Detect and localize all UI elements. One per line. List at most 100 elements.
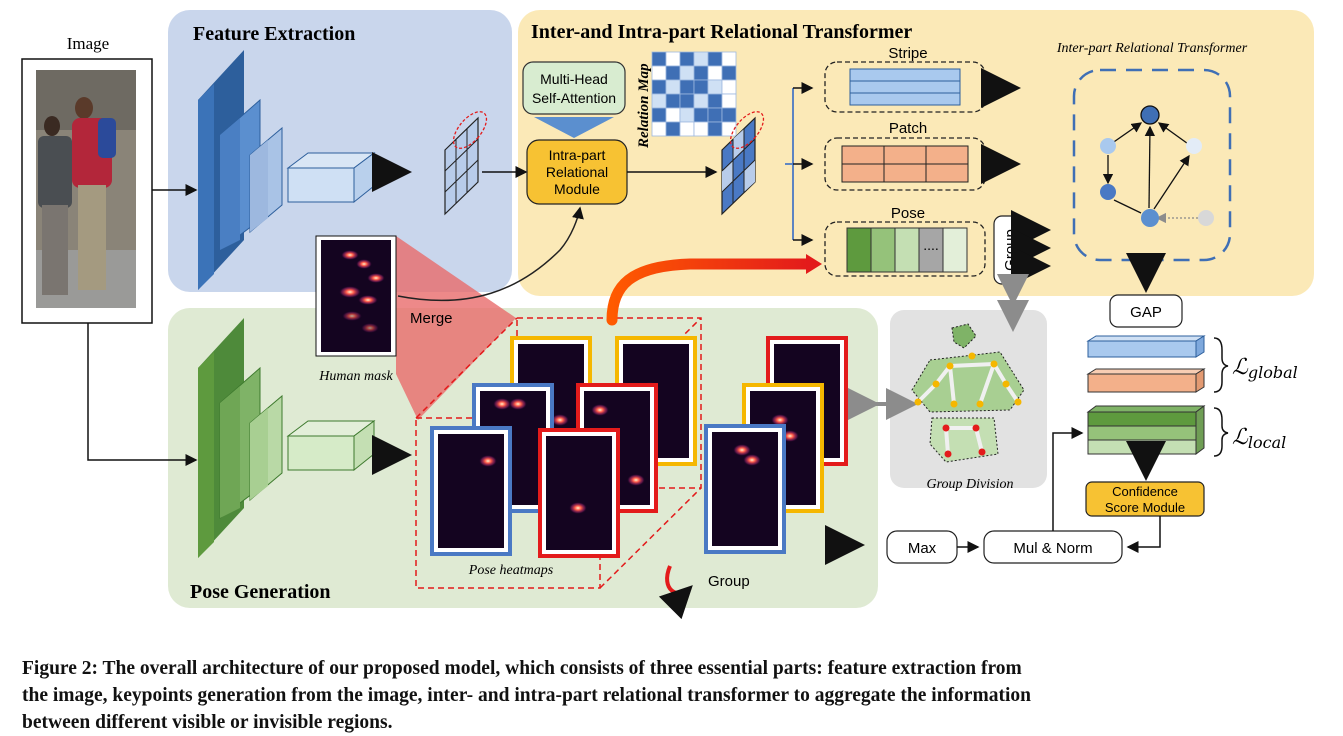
mask-to-intra-curve	[397, 206, 584, 302]
caption-line-2: the image, keypoints generation from the…	[22, 685, 1031, 706]
relation-map-cell	[707, 107, 723, 123]
loss-global-symbol: ℒ	[1232, 355, 1249, 380]
group-curl-arrow	[658, 565, 693, 620]
relation-map-cell	[665, 121, 681, 137]
relation-map-cell	[693, 107, 709, 123]
stripe-dashed-box	[824, 61, 986, 113]
relation-map-cell	[665, 79, 681, 95]
gap-label: GAP	[1130, 304, 1162, 321]
group-label: Group	[708, 573, 750, 590]
heatmap-hotspot	[591, 404, 609, 416]
relation-map-cell	[693, 51, 709, 67]
gap-box	[1109, 294, 1183, 328]
caption-line-1: Figure 2: The overall architecture of ou…	[22, 658, 1022, 679]
human-mask-label: Human mask	[318, 369, 393, 384]
caption-line-3: between different visible or invisible r…	[22, 712, 393, 733]
relation-map-cell	[679, 107, 695, 123]
relation-map-cell	[651, 79, 667, 95]
loss-local-symbol: ℒ	[1232, 425, 1249, 450]
mul-norm-label: Mul & Norm	[1013, 540, 1092, 557]
heatmap-card-image	[546, 436, 612, 550]
relation-map-cell	[693, 79, 709, 95]
group-division-label: Group Division	[927, 477, 1014, 492]
heatmap-to-pose-branch-arrow	[606, 258, 814, 326]
relation-map-cell	[665, 51, 681, 67]
relation-map-cell	[721, 51, 737, 67]
global-brace	[1213, 337, 1229, 393]
patch-features	[841, 145, 969, 183]
heatmap-hotspot	[733, 444, 751, 456]
heatmap-hotspot	[771, 414, 789, 426]
relation-map-cell	[707, 79, 723, 95]
pose-dashed-box	[824, 221, 986, 277]
relation-map-cell	[721, 79, 737, 95]
relation-map-cell	[721, 107, 737, 123]
heatmap-hotspot	[569, 502, 587, 514]
stripe-label: Stripe	[888, 45, 927, 62]
relation-map-cell	[721, 65, 737, 81]
relation-map-cell	[721, 93, 737, 109]
heatmap-cards	[430, 336, 848, 558]
feature-backbone	[198, 50, 376, 290]
global-feature-bars	[1086, 335, 1206, 393]
heatmap-hotspot	[509, 398, 527, 410]
mhsa-line2: Self-Attention	[532, 90, 616, 106]
intra-line1: Intra-part	[549, 147, 606, 163]
confidence-line1: Confidence	[1112, 484, 1178, 499]
pose-generation-title: Pose Generation	[190, 581, 331, 603]
group-vertical-label: Group	[1002, 229, 1019, 271]
confidence-score-box	[1085, 481, 1205, 517]
heatmap-hotspot	[743, 454, 761, 466]
confidence-line2: Score Module	[1105, 500, 1185, 515]
relation-map-cell	[707, 65, 723, 81]
person-photo	[36, 70, 136, 308]
relation-map-matrix	[651, 51, 737, 137]
patch-label: Patch	[889, 120, 927, 137]
relational-transformer-title: Inter-and Intra-part Relational Transfor…	[531, 21, 912, 43]
architecture-diagram: Image Feature Extraction Inter	[21, 10, 1314, 620]
mul-to-local-arrow	[1052, 427, 1084, 531]
relation-map-cell	[665, 65, 681, 81]
relation-map-cell	[665, 107, 681, 123]
pose-features	[846, 227, 968, 273]
heatmap-hotspot	[551, 414, 569, 426]
group-division-skeleton	[911, 323, 1025, 463]
pose-ellipsis: ....	[923, 237, 939, 253]
relation-map-cell	[707, 121, 723, 137]
max-label: Max	[908, 540, 937, 557]
mhsa-line1: Multi-Head	[540, 71, 608, 87]
relation-map-cell	[651, 107, 667, 123]
image-to-pose-arrow	[87, 323, 198, 466]
heatmap-hotspot	[493, 398, 511, 410]
relation-map-cell	[651, 51, 667, 67]
relation-map-cell	[651, 121, 667, 137]
relation-map-cell	[665, 93, 681, 109]
loss-global-subscript: global	[1248, 363, 1298, 382]
pose-heatmaps-label: Pose heatmaps	[468, 563, 554, 578]
figure-caption: Figure 2: The overall architecture of ou…	[22, 655, 1322, 736]
relation-map-cell	[679, 79, 695, 95]
mhsa-box	[522, 61, 626, 115]
loss-global: ℒglobal	[1232, 355, 1298, 382]
relation-map-cell	[679, 51, 695, 67]
relation-map-cell	[651, 65, 667, 81]
image-label: Image	[67, 34, 109, 53]
relation-map-cell	[679, 93, 695, 109]
inter-part-title: Inter-part Relational Transformer	[1056, 41, 1248, 56]
intra-line2: Relational	[546, 164, 608, 180]
relation-map-cell	[693, 93, 709, 109]
relation-map-label: Relation Map	[636, 63, 652, 149]
feature-grid	[444, 111, 488, 216]
pose-backbone	[198, 318, 376, 558]
confidence-to-mul-arrow	[1126, 516, 1161, 553]
heatmap-hotspot	[479, 455, 497, 467]
relation-map-cell	[679, 121, 695, 137]
merge-wedge	[396, 236, 516, 420]
stripe-features	[849, 68, 961, 106]
relation-map-cell	[693, 65, 709, 81]
relation-map-cell	[693, 121, 709, 137]
local-feature-bars	[1086, 405, 1206, 455]
relation-map-cell	[707, 51, 723, 67]
pose-label: Pose	[891, 205, 925, 222]
mhsa-down-arrow	[534, 117, 614, 138]
